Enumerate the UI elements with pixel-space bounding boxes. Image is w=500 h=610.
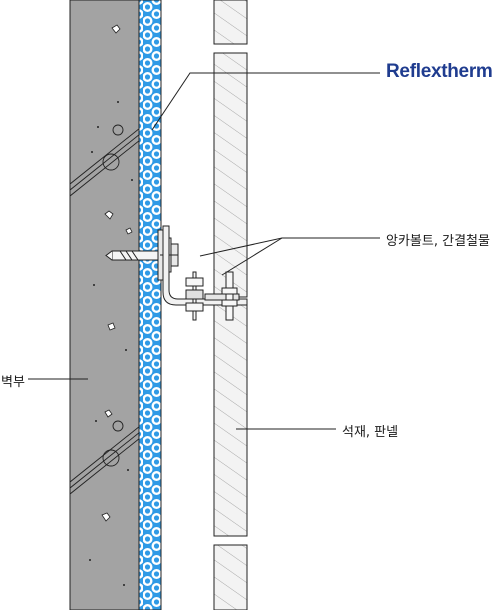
label-stone-panel: 석재, 판넬 <box>342 425 399 440</box>
brand-reflextherm: Reflextherm <box>386 61 493 82</box>
stone-panels <box>213 0 248 610</box>
insulation-layer <box>138 0 162 610</box>
l-bracket <box>162 225 248 306</box>
label-anchor-bolt: 앙카볼트, 간결철물 <box>386 234 490 249</box>
concrete-wall <box>69 0 140 610</box>
bracket-bolt <box>185 271 240 321</box>
label-wall: 벽부 <box>1 375 25 390</box>
leader-lines <box>28 72 380 430</box>
